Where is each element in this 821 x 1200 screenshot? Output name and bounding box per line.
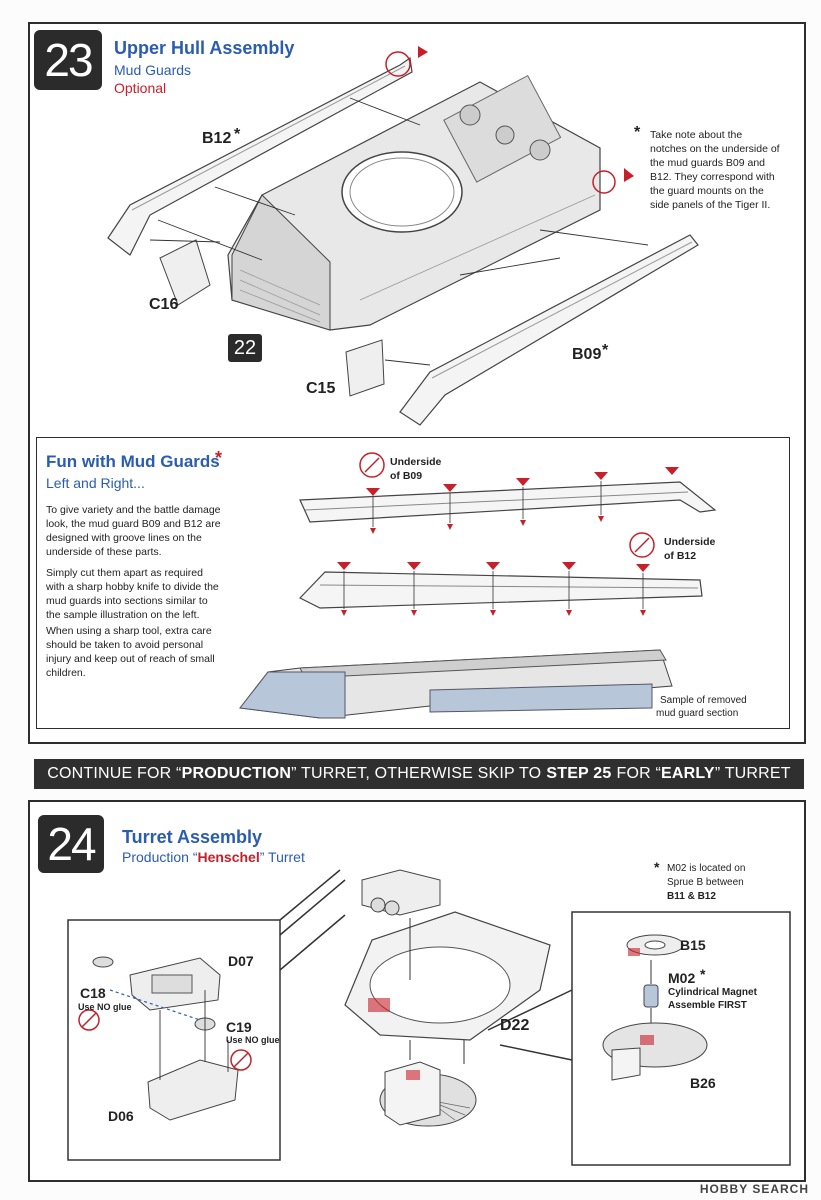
c19-no-glue: Use NO glue: [226, 1035, 280, 1045]
part-m02-label: M02: [668, 970, 696, 986]
subtitle-post: ” Turret: [259, 849, 305, 865]
banner-part-1: CONTINUE FOR “: [47, 765, 182, 782]
underside-b12-line1: Underside: [664, 536, 716, 548]
m02-note-line2: Sprue B between: [667, 877, 744, 888]
assemble-first-label: Assemble FIRST: [668, 1000, 747, 1011]
banner-production: PRODUCTION: [181, 765, 292, 782]
step-23-title: Upper Hull Assembly: [114, 38, 295, 58]
banner-part-3: FOR “: [616, 765, 662, 782]
continue-banner: CONTINUE FOR “PRODUCTION” TURRET, OTHERW…: [34, 759, 804, 789]
fun-title: Fun with Mud Guards: [46, 452, 220, 471]
m02-note-asterisk: *: [654, 859, 660, 875]
step-23-optional: Optional: [114, 80, 167, 96]
subtitle-henschel: Henschel: [197, 849, 260, 865]
sample-line1: Sample of removed: [660, 695, 747, 706]
step-24-number: 24: [38, 815, 104, 873]
part-c16-label: C16: [149, 296, 179, 313]
notch-note: Take note about the notches on the under…: [650, 129, 780, 211]
b09-asterisk: *: [602, 342, 609, 359]
m02-note-line1: M02 is located on: [667, 863, 746, 874]
m02-note-line3: B11 & B12: [667, 891, 716, 902]
m02-asterisk: *: [700, 966, 706, 982]
b12-asterisk: *: [234, 126, 241, 143]
part-c19-label: C19: [226, 1019, 252, 1035]
fun-subtitle: Left and Right...: [46, 475, 145, 491]
part-d07-label: D07: [228, 953, 254, 969]
part-b12-label: B12: [202, 130, 232, 147]
note-asterisk: *: [634, 124, 641, 141]
underside-b09-line1: Underside: [390, 456, 442, 468]
part-d22-label: D22: [500, 1017, 530, 1034]
fun-asterisk: *: [215, 448, 223, 468]
banner-part-2: ” TURRET, OTHERWISE SKIP TO: [291, 765, 542, 782]
fun-para-1: To give variety and the battle damage lo…: [46, 504, 221, 558]
step-23-subtitle: Mud Guards: [114, 62, 192, 78]
underside-b12-line2: of B12: [664, 550, 697, 562]
step-24-title: Turret Assembly: [122, 827, 263, 847]
subtitle-pre: Production “: [122, 849, 198, 865]
step-23-number: 23: [34, 30, 102, 90]
magnet-label: Cylindrical Magnet: [668, 987, 757, 998]
underside-b09-line2: of B09: [390, 470, 423, 482]
part-b09-label: B09: [572, 346, 602, 363]
ref-step-22: 22: [228, 334, 262, 362]
c18-no-glue: Use NO glue: [78, 1002, 132, 1012]
fun-para-3: When using a sharp tool, extra care shou…: [46, 625, 215, 679]
upper-hull-illustration: [107, 46, 699, 426]
part-b15-label: B15: [680, 937, 706, 953]
mud-guard-underside-diagrams: [239, 452, 717, 719]
part-c18-label: C18: [80, 985, 106, 1001]
part-c15-label: C15: [306, 380, 336, 397]
banner-early: EARLY: [661, 765, 715, 782]
step-24-subtitle: Production “Henschel” Turret: [122, 849, 305, 865]
sample-line2: mud guard section: [656, 708, 739, 719]
part-d06-label: D06: [108, 1108, 134, 1124]
banner-part-4: ” TURRET: [714, 765, 791, 782]
fun-para-2: Simply cut them apart as required with a…: [46, 567, 219, 621]
banner-step: STEP 25: [546, 765, 612, 782]
part-b26-label: B26: [690, 1075, 716, 1091]
watermark: HOBBY SEARCH: [699, 1182, 809, 1196]
